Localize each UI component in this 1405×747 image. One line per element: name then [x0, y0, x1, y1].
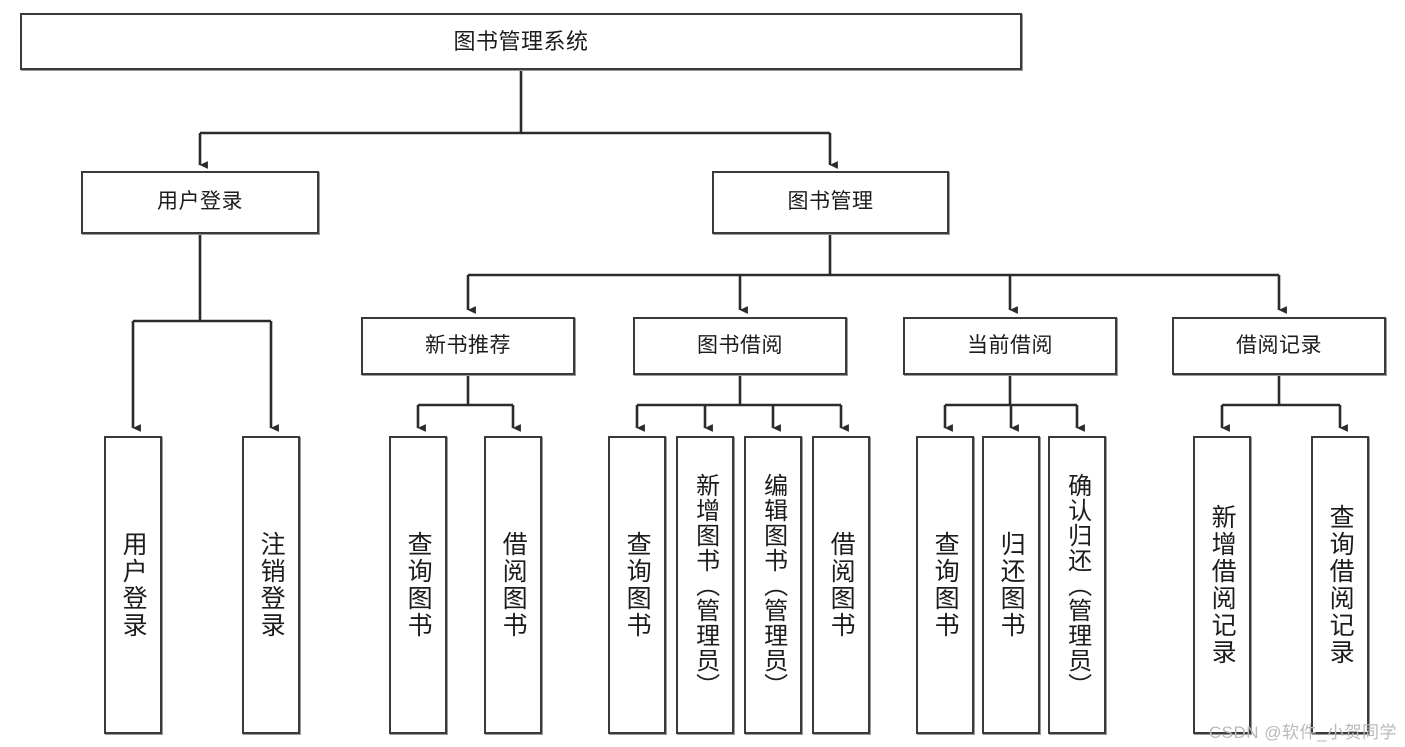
node-root-book-management-system[interactable]: 图书管理系统 — [20, 13, 1022, 70]
node-label: 新增图书（管理员） — [691, 472, 719, 698]
node-borrow-record[interactable]: 借阅记录 — [1172, 317, 1386, 375]
node-label: 用户登录 — [119, 531, 148, 639]
node-label: 查询图书 — [404, 531, 433, 639]
node-label: 借阅图书 — [499, 531, 528, 639]
node-label: 归还图书 — [997, 531, 1026, 639]
leaf-nb-borrow-book[interactable]: 借阅图书 — [484, 436, 542, 734]
node-label: 查询图书 — [931, 531, 960, 639]
node-new-book-recommend[interactable]: 新书推荐 — [361, 317, 575, 375]
node-label: 图书管理 — [787, 190, 874, 214]
leaf-bb-borrow-book[interactable]: 借阅图书 — [812, 436, 870, 734]
leaf-user-login[interactable]: 用户登录 — [104, 436, 162, 734]
node-label: 当前借阅 — [967, 333, 1053, 357]
node-book-management[interactable]: 图书管理 — [712, 171, 949, 234]
node-label: 查询借阅记录 — [1326, 504, 1355, 666]
node-book-borrow[interactable]: 图书借阅 — [633, 317, 847, 375]
node-label: 新增借阅记录 — [1208, 504, 1237, 666]
leaf-bb-edit-book-admin[interactable]: 编辑图书（管理员） — [744, 436, 802, 734]
watermark-text: CSDN @软件_小贺同学 — [1208, 723, 1397, 742]
node-current-borrow[interactable]: 当前借阅 — [903, 317, 1117, 375]
node-user-login[interactable]: 用户登录 — [81, 171, 319, 234]
leaf-logout[interactable]: 注销登录 — [242, 436, 300, 734]
node-label: 借阅记录 — [1236, 333, 1322, 357]
leaf-bb-query-book[interactable]: 查询图书 — [608, 436, 666, 734]
node-label: 用户登录 — [157, 190, 243, 214]
node-label: 查询图书 — [623, 531, 652, 639]
leaf-br-query-record[interactable]: 查询借阅记录 — [1311, 436, 1369, 734]
leaf-bb-add-book-admin[interactable]: 新增图书（管理员） — [676, 436, 734, 734]
node-label: 确认归还（管理员） — [1063, 472, 1091, 698]
leaf-br-add-record[interactable]: 新增借阅记录 — [1193, 436, 1251, 734]
leaf-nb-query-book[interactable]: 查询图书 — [389, 436, 447, 734]
leaf-cb-return-book[interactable]: 归还图书 — [982, 436, 1040, 734]
node-label: 新书推荐 — [425, 333, 511, 357]
node-label: 注销登录 — [257, 531, 286, 639]
leaf-cb-query-book[interactable]: 查询图书 — [916, 436, 974, 734]
node-label: 借阅图书 — [827, 531, 856, 639]
node-label: 图书借阅 — [697, 333, 783, 357]
node-label: 编辑图书（管理员） — [759, 472, 787, 698]
leaf-cb-confirm-return-admin[interactable]: 确认归还（管理员） — [1048, 436, 1106, 734]
node-label: 图书管理系统 — [453, 28, 589, 54]
